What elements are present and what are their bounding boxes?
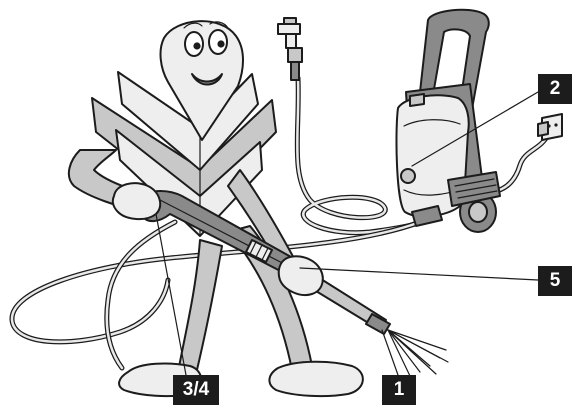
spray-jet [388,330,448,376]
pressure-washer-unit [396,10,500,232]
callout-3-4: 3/4 [173,375,219,405]
callout-1: 1 [382,375,416,405]
callout-2: 2 [538,74,572,104]
water-tap-icon [278,18,302,80]
power-socket-icon [538,114,562,140]
callout-5: 5 [538,266,572,296]
